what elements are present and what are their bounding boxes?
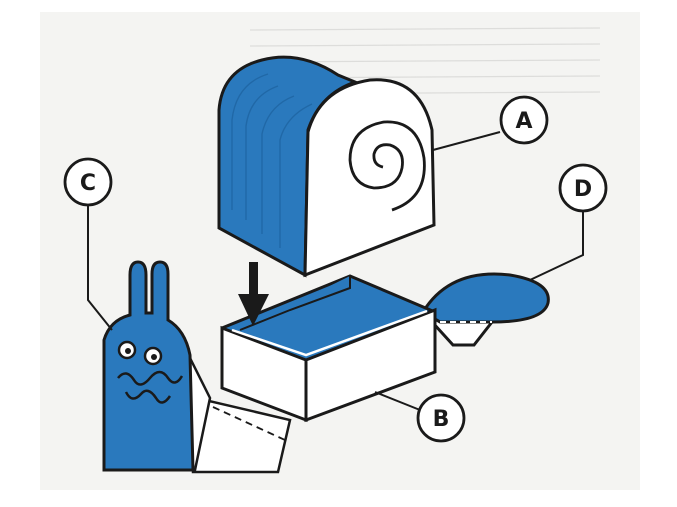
leader-line-a xyxy=(432,131,501,151)
leader-line-d xyxy=(529,210,584,281)
down-arrow-icon xyxy=(238,262,269,326)
callout-a: A xyxy=(499,95,549,145)
leader-line-c xyxy=(87,205,113,331)
leader-lines xyxy=(87,131,584,411)
open-box-icon xyxy=(220,274,437,423)
leader-line-b xyxy=(374,391,421,411)
callout-b-label: B xyxy=(433,407,450,432)
snail-shell-icon xyxy=(217,55,436,278)
callout-a-label: A xyxy=(515,109,532,134)
tail-flap-icon xyxy=(420,272,550,347)
callout-d-label: D xyxy=(574,177,592,202)
snail-head-icon xyxy=(102,260,292,474)
callout-b: B xyxy=(416,393,466,443)
callout-c: C xyxy=(63,157,113,207)
callout-d: D xyxy=(558,163,608,213)
callout-c-label: C xyxy=(80,171,96,196)
